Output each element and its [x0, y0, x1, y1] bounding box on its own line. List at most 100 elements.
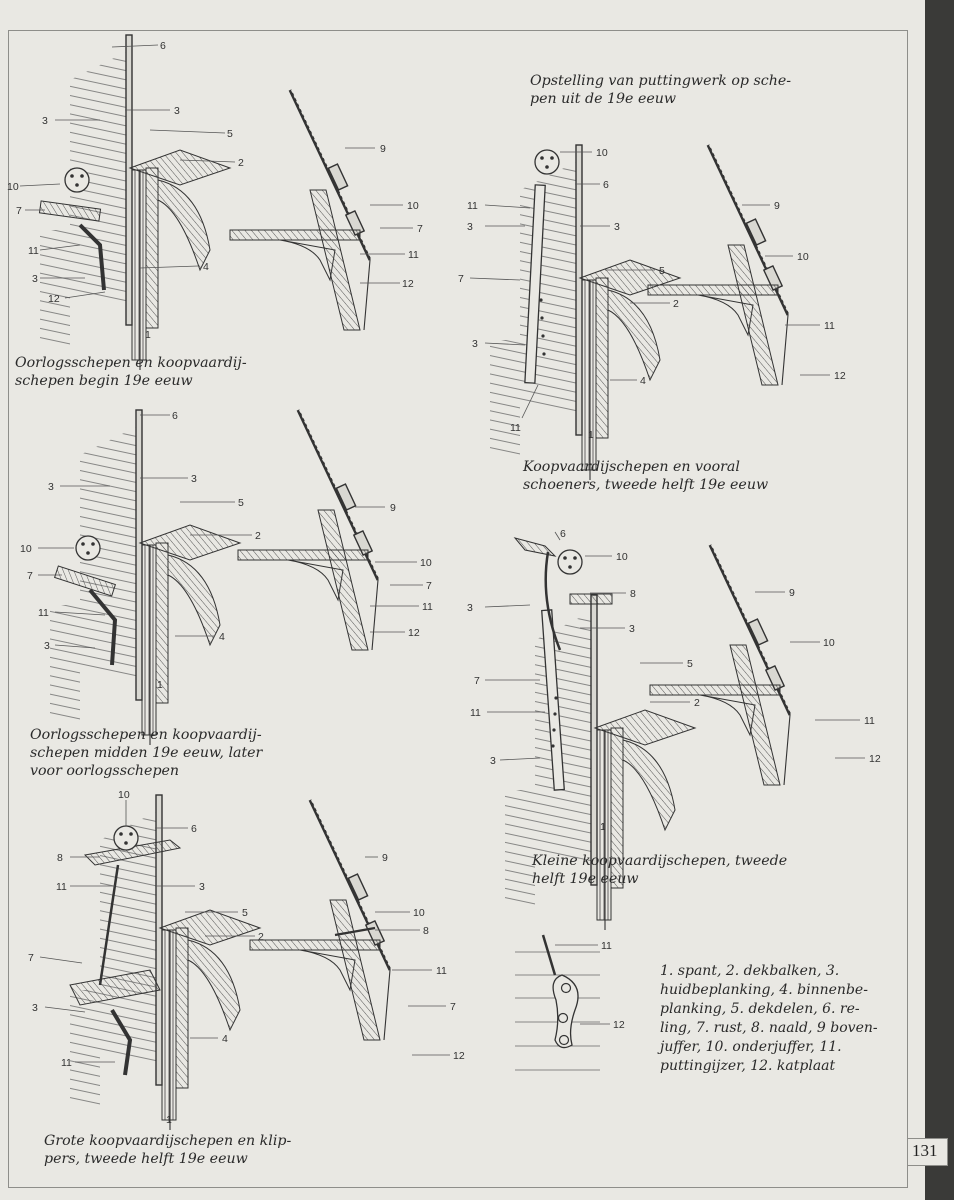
svg-text:4: 4 [219, 631, 225, 643]
caption-b: Oorlogsschepen en koopvaardij-schepen mi… [30, 727, 263, 779]
svg-text:12: 12 [834, 370, 846, 382]
svg-text:9: 9 [774, 200, 780, 212]
svg-text:7: 7 [27, 570, 33, 582]
svg-text:11: 11 [61, 1057, 72, 1069]
svg-text:11: 11 [408, 249, 419, 261]
svg-text:7: 7 [417, 223, 423, 235]
svg-text:7: 7 [28, 952, 34, 964]
svg-text:10: 10 [20, 543, 32, 555]
svg-text:3: 3 [629, 623, 635, 635]
svg-text:2: 2 [673, 298, 679, 310]
svg-text:4: 4 [203, 261, 209, 273]
svg-text:2: 2 [238, 157, 244, 169]
svg-text:3: 3 [467, 221, 473, 233]
svg-text:11: 11 [824, 320, 835, 332]
svg-text:3: 3 [467, 602, 473, 614]
svg-text:3: 3 [614, 221, 620, 233]
svg-text:12: 12 [613, 1019, 625, 1031]
svg-text:6: 6 [160, 40, 166, 52]
svg-text:11: 11 [510, 422, 521, 434]
svg-text:1: 1 [157, 679, 163, 691]
svg-text:11: 11 [864, 715, 875, 727]
svg-text:4: 4 [222, 1033, 228, 1045]
page-number-box [908, 1138, 948, 1166]
svg-text:3: 3 [44, 640, 50, 652]
svg-text:12: 12 [402, 278, 414, 290]
svg-text:10: 10 [616, 551, 628, 563]
svg-text:3: 3 [174, 105, 180, 117]
svg-text:3: 3 [32, 273, 38, 285]
svg-text:3: 3 [199, 881, 205, 893]
svg-text:11: 11 [601, 940, 612, 952]
svg-text:7: 7 [474, 675, 480, 687]
caption-c: Grote koopvaardijschepen en klip-pers, t… [44, 1133, 292, 1167]
svg-text:3: 3 [32, 1002, 38, 1014]
svg-text:4: 4 [640, 375, 646, 387]
svg-text:2: 2 [255, 530, 261, 542]
svg-text:3: 3 [42, 115, 48, 127]
svg-text:3: 3 [490, 755, 496, 767]
svg-text:6: 6 [191, 823, 197, 835]
svg-text:10: 10 [118, 789, 130, 801]
svg-text:11: 11 [436, 965, 447, 977]
svg-text:3: 3 [191, 473, 197, 485]
svg-text:12: 12 [408, 627, 420, 639]
svg-text:1: 1 [588, 429, 594, 441]
figure-f-plate: 11 12 [515, 934, 625, 1071]
svg-text:10: 10 [420, 557, 432, 569]
svg-text:5: 5 [238, 497, 244, 509]
svg-text:6: 6 [560, 528, 566, 540]
svg-text:6: 6 [172, 410, 178, 422]
svg-text:10: 10 [797, 251, 809, 263]
svg-text:1: 1 [145, 329, 151, 341]
svg-text:11: 11 [422, 601, 433, 613]
page-number: 131 [912, 1141, 938, 1160]
svg-text:2: 2 [258, 931, 264, 943]
svg-text:11: 11 [38, 607, 49, 619]
svg-text:12: 12 [869, 753, 881, 765]
svg-text:9: 9 [380, 143, 386, 155]
svg-text:3: 3 [472, 338, 478, 350]
svg-text:8: 8 [57, 852, 63, 864]
svg-text:8: 8 [630, 588, 636, 600]
svg-text:12: 12 [48, 293, 60, 305]
figure-a-hull: 6 3 3 5 2 10 7 11 3 4 12 1 [7, 34, 244, 371]
svg-text:11: 11 [28, 245, 39, 257]
svg-text:11: 11 [470, 707, 481, 719]
svg-text:7: 7 [450, 1001, 456, 1013]
svg-text:6: 6 [603, 179, 609, 191]
svg-text:3: 3 [48, 481, 54, 493]
svg-text:10: 10 [413, 907, 425, 919]
svg-text:11: 11 [56, 881, 67, 893]
legend: 1. spant, 2. dekbalken, 3.huidbeplanking… [660, 963, 878, 1074]
svg-text:5: 5 [687, 658, 693, 670]
page-frame [8, 30, 908, 1188]
svg-text:5: 5 [659, 265, 665, 277]
figure-a-labels: 6 3 3 5 2 10 7 11 3 4 12 1 [7, 40, 244, 341]
svg-text:1: 1 [600, 821, 606, 833]
svg-text:11: 11 [467, 200, 478, 212]
svg-text:2: 2 [694, 697, 700, 709]
svg-text:9: 9 [390, 502, 396, 514]
svg-text:7: 7 [16, 205, 22, 217]
svg-text:5: 5 [227, 128, 233, 140]
svg-text:9: 9 [382, 852, 388, 864]
svg-text:7: 7 [458, 273, 464, 285]
svg-text:12: 12 [453, 1050, 465, 1062]
svg-text:5: 5 [242, 907, 248, 919]
caption-d: Opstelling van puttingwerk op sche-pen u… [530, 73, 792, 107]
svg-text:10: 10 [596, 147, 608, 159]
figure-e-hull: 6 10 8 3 3 5 7 2 11 3 1 [467, 528, 700, 931]
svg-text:1: 1 [166, 1114, 172, 1126]
svg-text:9: 9 [789, 587, 795, 599]
figure-d-side: 9 10 11 12 [646, 143, 846, 387]
svg-text:10: 10 [7, 181, 19, 193]
